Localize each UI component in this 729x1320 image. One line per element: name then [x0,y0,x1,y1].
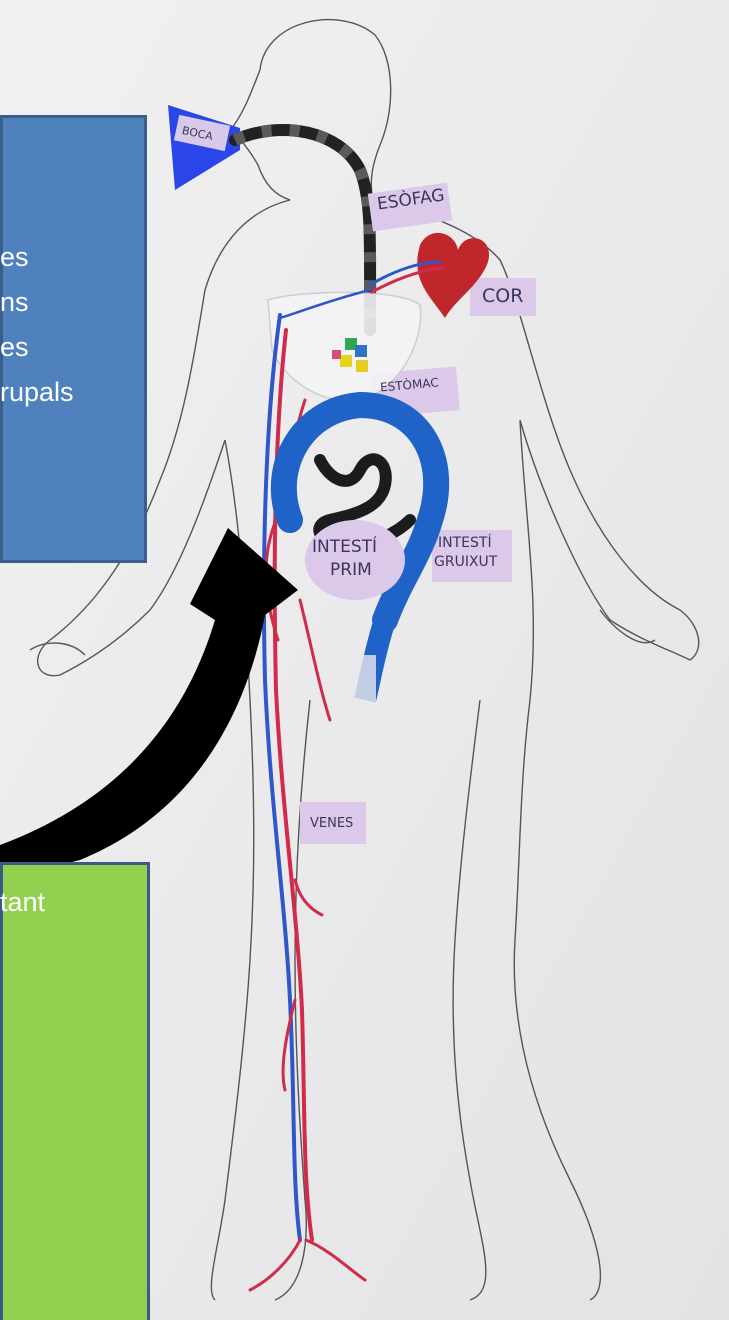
blue-text-box: es ns es rupals [0,115,147,563]
blue-box-line: rupals [0,375,74,409]
green-box-line: tant [0,885,45,919]
intesti-prim-label-line2: PRIM [330,560,372,580]
venes-label: VENES [310,816,353,831]
blue-box-line: es [0,240,29,274]
green-text-box: tant [0,862,150,1320]
blue-box-line: ns [0,285,29,319]
cor-label: COR [482,285,523,307]
intesti-gruixut-label-line1: INTESTÍ [438,535,492,551]
intesti-prim-label-line1: INTESTÍ [312,537,377,557]
blue-box-line: es [0,330,29,364]
intesti-gruixut-label-line2: GRUIXUT [434,554,497,570]
